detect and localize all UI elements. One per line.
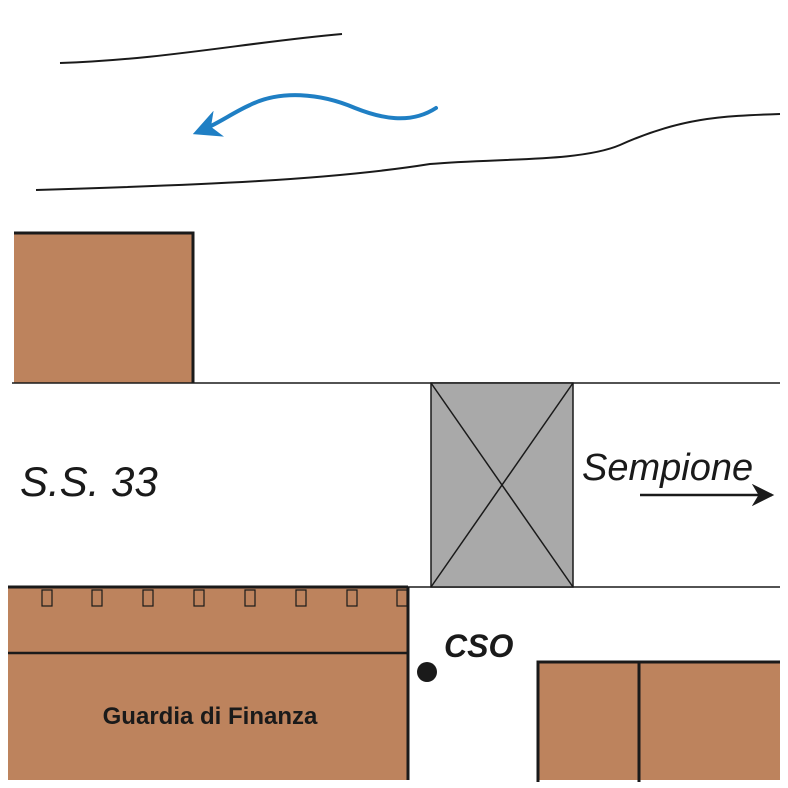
building-northwest-outline	[14, 231, 195, 383]
crenellation	[41, 589, 408, 607]
station-marker-icon	[417, 662, 437, 682]
river-flow-arrow-icon	[192, 93, 438, 137]
building-northwest	[14, 233, 193, 383]
direction-label: Sempione	[582, 447, 753, 489]
bridge-structure	[430, 382, 574, 588]
building-southeast	[536, 660, 780, 782]
road-label: S.S. 33	[20, 458, 158, 505]
building-label: Guardia di Finanza	[103, 703, 318, 730]
building-guardia-di-finanza	[8, 585, 410, 780]
river-bank-south	[35, 113, 781, 191]
river-bank-north	[59, 33, 343, 64]
station-label: CSO	[444, 628, 513, 664]
